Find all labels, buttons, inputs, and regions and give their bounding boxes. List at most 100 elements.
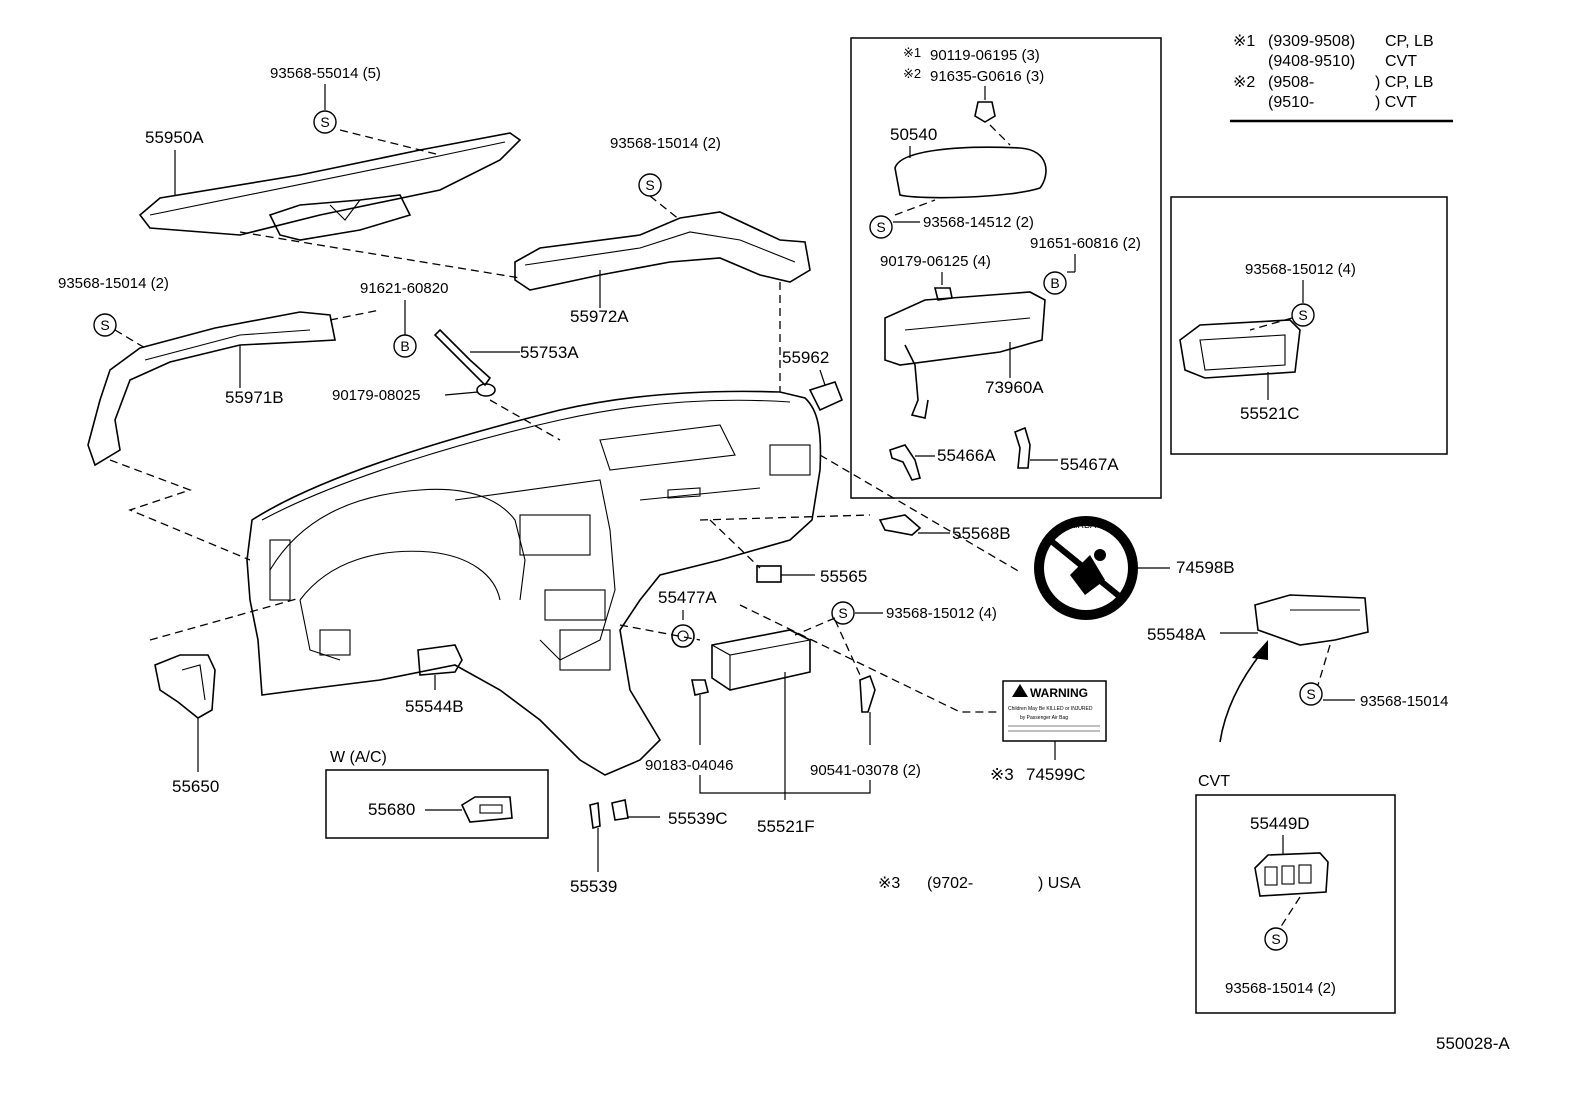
airbag-bracket xyxy=(904,344,929,419)
label-90119-06195: 90119-06195 (3) xyxy=(930,47,1040,64)
label-55544b: 55544B xyxy=(405,697,464,716)
note2-mark: ※2 xyxy=(1233,74,1255,91)
label-55680: 55680 xyxy=(368,800,415,819)
instrument-panel xyxy=(246,390,822,776)
airbag-warning-sticker: AIRBAG xyxy=(1034,516,1138,620)
airbag-cover-50540 xyxy=(894,146,1047,199)
bracket-55466a xyxy=(889,444,921,481)
screw-90541-03078 xyxy=(859,674,876,713)
note2-mark-airbag: ※2 xyxy=(903,66,921,81)
grommet-55477a xyxy=(671,624,695,648)
box-55521c xyxy=(1170,196,1448,455)
clip-55539c xyxy=(611,799,629,821)
airbag-text: AIRBAG xyxy=(1069,520,1103,530)
part-55565 xyxy=(756,565,782,583)
pocket-55521f xyxy=(711,629,811,691)
label-90541-03078: 90541-03078 (2) xyxy=(810,762,921,779)
screw-symbol: S xyxy=(638,173,662,197)
label-91635-g0616: 91635-G0616 (3) xyxy=(930,68,1044,85)
svg-text:S: S xyxy=(320,114,329,130)
note2-b-range: (9510- xyxy=(1268,94,1314,111)
leader-55014 xyxy=(339,129,441,156)
label-93568-15014-cvt: 93568-15014 (2) xyxy=(1225,980,1336,997)
duct-55950a xyxy=(138,132,522,241)
note1-b-range: (9408-9510) xyxy=(1268,53,1355,70)
label-93568-14512: 93568-14512 (2) xyxy=(923,214,1034,231)
bolt-symbol: B xyxy=(1043,271,1067,295)
screw-symbol: S xyxy=(831,601,855,625)
label-55521f: 55521F xyxy=(757,817,815,836)
arrow-head xyxy=(1252,640,1268,660)
svg-text:S: S xyxy=(876,219,885,235)
label-55650: 55650 xyxy=(172,777,219,796)
wac-box xyxy=(325,769,549,839)
pocket-55521c xyxy=(1179,319,1301,379)
label-55753a: 55753A xyxy=(520,343,579,362)
label-93568-15014-top: 93568-15014 (2) xyxy=(610,135,721,152)
svg-text:S: S xyxy=(645,177,654,193)
cvt-box xyxy=(1195,794,1396,1014)
clip-90183-04046 xyxy=(691,679,709,696)
bracket-55467a xyxy=(1014,426,1031,469)
label-90183-04046: 90183-04046 xyxy=(645,757,733,774)
duct-55971b xyxy=(87,311,336,467)
label-55950a: 55950A xyxy=(145,128,204,147)
note2-b-model: ) CVT xyxy=(1375,94,1417,111)
label-74598b: 74598B xyxy=(1176,558,1235,577)
label-90179-06125: 90179-06125 (4) xyxy=(880,253,991,270)
cvt-title: CVT xyxy=(1198,773,1230,790)
clip-55539 xyxy=(589,801,601,830)
pocket-55548a xyxy=(1254,594,1369,646)
svg-text:B: B xyxy=(400,338,409,354)
note3-mark: ※3 xyxy=(878,875,900,892)
screw-symbol: S xyxy=(1264,927,1288,951)
note2-a-range: (9508- xyxy=(1268,74,1314,91)
note1-mark: ※1 xyxy=(1233,33,1255,50)
label-55565: 55565 xyxy=(820,567,867,586)
label-93568-55014: 93568-55014 (5) xyxy=(270,65,381,82)
note3-range: (9702- xyxy=(927,875,973,892)
label-55449d: 55449D xyxy=(1250,814,1310,833)
svg-text:B: B xyxy=(1050,275,1059,291)
label-55539: 55539 xyxy=(570,877,617,896)
label-55477a: 55477A xyxy=(658,588,717,607)
note1-a-range: (9309-9508) xyxy=(1268,33,1355,50)
label-93568-15012-box: 93568-15012 (4) xyxy=(1245,261,1356,278)
svg-text:S: S xyxy=(1271,931,1280,947)
diagram-id: 550028-A xyxy=(1436,1034,1510,1053)
label-55972a: 55972A xyxy=(570,307,629,326)
note3-model: ) USA xyxy=(1038,875,1081,892)
duct-55972a xyxy=(514,211,811,291)
label-55467a: 55467A xyxy=(1060,455,1119,474)
label-91651-60816: 91651-60816 (2) xyxy=(1030,235,1141,252)
svg-text:S: S xyxy=(838,605,847,621)
label-74599c-mark: ※3 xyxy=(990,765,1014,784)
switch-55449d xyxy=(1254,852,1329,897)
label-50540: 50540 xyxy=(890,125,937,144)
label-55962: 55962 xyxy=(782,348,829,367)
note1-mark-airbag: ※1 xyxy=(903,45,921,60)
note2-a-model: ) CP, LB xyxy=(1375,74,1433,91)
label-93568-15014-left: 93568-15014 (2) xyxy=(58,275,169,292)
svg-text:S: S xyxy=(100,317,109,333)
notes-block: ※1 (9309-9508) CP, LB (9408-9510) CVT ※2… xyxy=(1230,33,1453,123)
switch-55680 xyxy=(460,796,513,823)
warning-heading: WARNING xyxy=(1030,686,1088,700)
screw-symbol: S xyxy=(313,110,337,134)
label-73960a: 73960A xyxy=(985,378,1044,397)
label-55521c: 55521C xyxy=(1240,404,1300,423)
wac-title: W (A/C) xyxy=(330,749,387,766)
label-93568-15012-center: 93568-15012 (4) xyxy=(886,605,997,622)
warning-line-2: by Passenger Air Bag xyxy=(1020,715,1068,721)
screw-symbol: S xyxy=(93,313,117,337)
warning-triangle-icon xyxy=(1012,684,1028,697)
bracket-55568b xyxy=(878,514,922,536)
label-74599c: 74599C xyxy=(1026,765,1086,784)
note1-b-model: CVT xyxy=(1385,53,1417,70)
screw-symbol: S xyxy=(869,215,893,239)
airbag-child-seat-icon xyxy=(1070,549,1106,595)
vent-55962 xyxy=(808,381,844,412)
vent-55650 xyxy=(154,654,216,719)
switch-55544b xyxy=(417,644,463,676)
